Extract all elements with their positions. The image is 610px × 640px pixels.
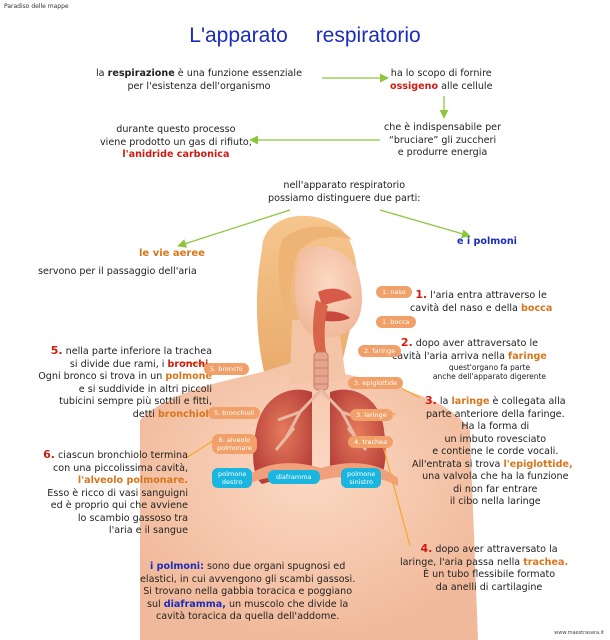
step-4-text: 4. dopo aver attraversato la laringe, l'…	[400, 542, 569, 593]
arrow-parts-to-lungs	[379, 209, 471, 239]
label-naso: 1. naso	[376, 286, 412, 298]
intro-text: la respirazione è una funzione essenzial…	[96, 68, 302, 92]
scope-text: ha lo scopo di fornire ossigeno alle cel…	[390, 68, 493, 92]
label-epiglottide: 3. epiglottide	[348, 377, 404, 389]
step-2-text: 2. dopo aver attraversato le cavità l'ar…	[392, 336, 547, 381]
step-6-text: 6. ciascun bronchiolo termina con una pi…	[43, 448, 188, 536]
arrow-parts-to-airways	[177, 209, 291, 248]
label-diaframma: diaframma	[268, 470, 320, 484]
label-laringe: 3. laringe	[350, 409, 393, 421]
airways-label: le vie aeree	[139, 248, 205, 259]
step-5-text: 5. nella parte inferiore la trachea si d…	[38, 344, 212, 420]
label-bronchioli: 5. bronchioli	[208, 407, 261, 419]
label-polmone-destro: polmone destro	[212, 468, 253, 488]
label-bocca: 1. bocca	[376, 316, 416, 328]
label-polmone-sinistro: polmone sinistro	[341, 468, 382, 488]
nasal-cavity	[318, 288, 352, 306]
waste-text: durante questo processo viene prodotto u…	[100, 124, 252, 160]
burn-text: che è indispensabile per “bruciare” gli …	[384, 122, 502, 158]
step-1-text: 1. l'aria entra attraverso le cavità del…	[410, 288, 553, 314]
step-3-text: 3. la laringe è collegata alla parte ant…	[412, 394, 573, 507]
label-alveolo: 6. alveolo polmonare	[212, 434, 257, 454]
label-bronchi: 5. bronchi	[204, 363, 249, 375]
torso	[140, 360, 478, 640]
label-faringe: 2. faringe	[358, 345, 402, 357]
airways-desc: servono per il passaggio dell'aria	[38, 266, 197, 277]
parts-text: nell'apparato respiratorio possiamo dist…	[268, 180, 421, 204]
credit-text: www.maestrasara.it	[554, 630, 604, 636]
site-name: Paradiso delle mappe	[4, 3, 69, 10]
flow-arrows	[177, 73, 471, 248]
label-trachea: 4. trachea	[348, 436, 394, 448]
lungs-branch: e i polmoni	[457, 236, 517, 247]
page-title: L'apparato respiratorio	[189, 24, 421, 47]
lungs-description: i polmoni: sono due organi spugnosi ed e…	[140, 561, 356, 622]
pharynx	[313, 300, 328, 352]
